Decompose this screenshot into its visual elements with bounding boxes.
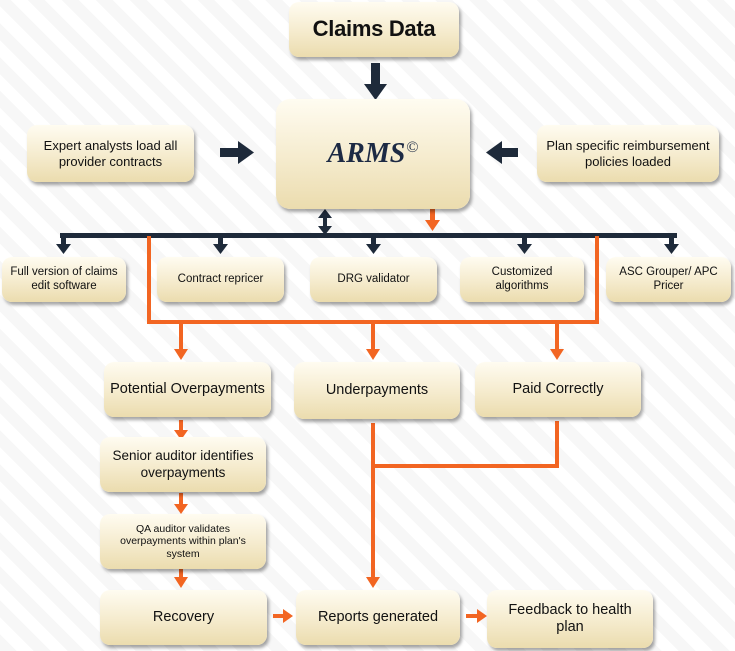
underpayments-box: Underpayments xyxy=(294,362,460,419)
expert-analysts-label: Expert analysts load all provider contra… xyxy=(43,137,178,169)
arrow-plan-to-arms xyxy=(486,141,518,164)
contract-repricer-label: Contract repricer xyxy=(177,272,264,285)
orange-routing xyxy=(147,236,599,618)
potential-overpayments-label: Potential Overpayments xyxy=(110,380,265,397)
asc-grouper-box: ASC Grouper/ APC Pricer xyxy=(606,257,731,302)
feedback-box: Feedback to health plan xyxy=(487,590,653,648)
dark-bus-line xyxy=(60,233,677,238)
plan-specific-box: Plan specific reimbursement policies loa… xyxy=(537,125,719,182)
arrow-claims-to-arms xyxy=(364,63,387,100)
recovery-box: Recovery xyxy=(100,590,267,645)
orange-arms-down xyxy=(425,209,440,231)
recovery-label: Recovery xyxy=(152,608,215,625)
claims-edit-box: Full version of claims edit software xyxy=(2,257,126,302)
arms-label: ARMS xyxy=(327,138,406,170)
customized-algorithms-label: Customized algorithms xyxy=(491,265,553,292)
arms-box: ARMS© xyxy=(276,99,470,209)
qa-auditor-label: QA auditor validates overpayments within… xyxy=(120,522,246,560)
contract-repricer-box: Contract repricer xyxy=(157,257,284,302)
asc-grouper-label: ASC Grouper/ APC Pricer xyxy=(619,265,718,292)
senior-auditor-label: Senior auditor identifies overpayments xyxy=(112,448,254,480)
reports-generated-label: Reports generated xyxy=(317,608,439,625)
reports-generated-box: Reports generated xyxy=(296,590,460,645)
arrow-arms-bus-bidirectional xyxy=(318,209,332,235)
expert-analysts-box: Expert analysts load all provider contra… xyxy=(27,125,194,182)
senior-auditor-box: Senior auditor identifies overpayments xyxy=(100,437,266,492)
claims-data-label: Claims Data xyxy=(312,16,436,42)
orange-arrowheads xyxy=(174,349,564,623)
copyright-mark: © xyxy=(406,139,419,157)
claims-data-box: Claims Data xyxy=(289,2,459,57)
plan-specific-label: Plan specific reimbursement policies loa… xyxy=(546,137,710,169)
drg-validator-box: DRG validator xyxy=(310,257,437,302)
drg-validator-label: DRG validator xyxy=(337,272,410,285)
feedback-label: Feedback to health plan xyxy=(508,601,632,635)
potential-overpayments-box: Potential Overpayments xyxy=(104,362,271,417)
qa-auditor-box: QA auditor validates overpayments within… xyxy=(100,514,266,569)
customized-algorithms-box: Customized algorithms xyxy=(460,257,584,302)
paid-correctly-box: Paid Correctly xyxy=(475,362,641,417)
arrow-expert-to-arms xyxy=(220,141,254,164)
dark-droppers xyxy=(56,233,679,254)
underpayments-label: Underpayments xyxy=(325,381,429,398)
claims-edit-label: Full version of claims edit software xyxy=(10,265,118,292)
paid-correctly-label: Paid Correctly xyxy=(512,380,604,397)
